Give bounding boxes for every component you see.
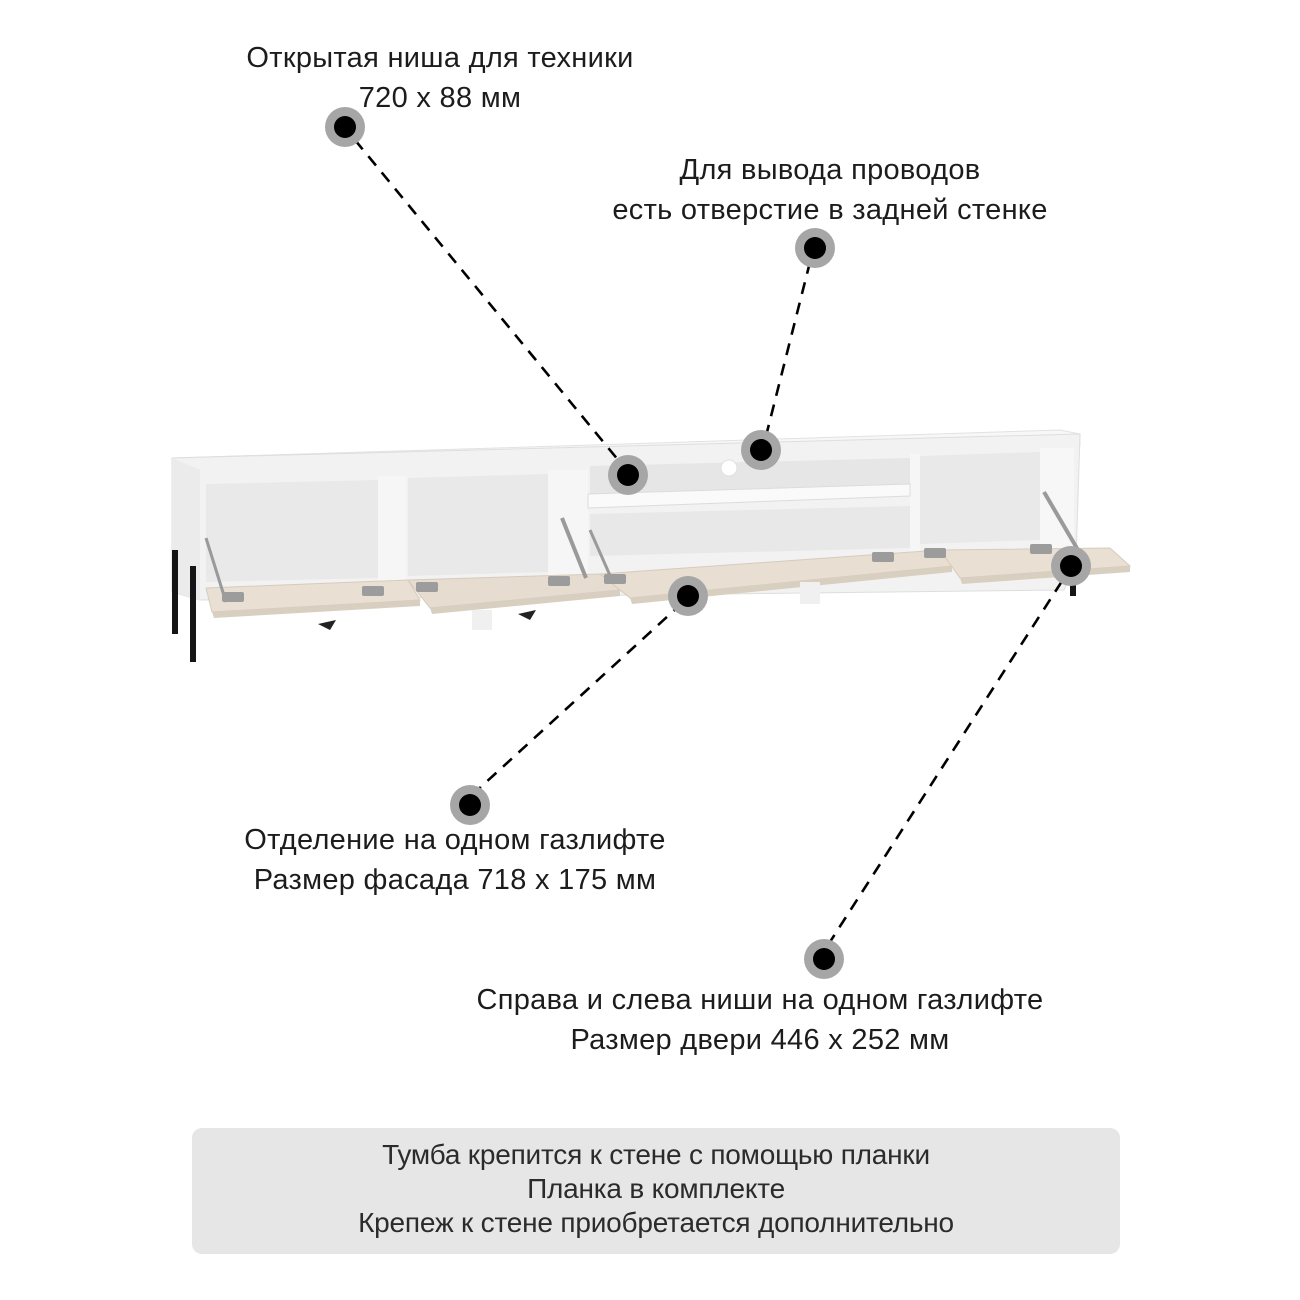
mounting-note: Тумба крепится к стене с помощью планки … [192,1128,1120,1254]
callout-open-niche-size: 720 х 88 мм [358,82,522,114]
callout-side-doors-size: Размер двери 446 х 252 мм [570,1024,950,1056]
callout-center-compartment-title: Отделение на одном газлифте [244,824,666,856]
callout-markers [325,107,1091,979]
callout-side-doors: Справа и слева ниши на одном газлифте Ра… [420,980,1100,1060]
callout-wire-hole: Для вывода проводов есть отверстие в зад… [560,150,1100,230]
callout-open-niche: Открытая ниша для техники 720 х 88 мм [180,38,700,118]
mounting-note-line-3: Крепеж к стене приобретается дополнитель… [358,1207,954,1238]
callout-wire-hole-title: Для вывода проводов [679,154,981,186]
callout-dot-icon [795,228,835,268]
callout-dot-icon [450,785,490,825]
callout-dot-icon [608,455,648,495]
tv-cabinet [171,429,1132,662]
mounting-note-line-1: Тумба крепится к стене с помощью планки [382,1139,930,1170]
callout-wire-hole-detail: есть отверстие в задней стенке [612,194,1048,226]
callout-open-niche-title: Открытая ниша для техники [246,42,634,74]
callout-dot-icon [325,107,365,147]
callout-dot-icon [668,576,708,616]
callout-dot-icon [1051,546,1091,586]
callout-center-compartment-size: Размер фасада 718 х 175 мм [253,864,657,896]
leader-lines [353,139,1066,946]
callout-side-doors-title: Справа и слева ниши на одном газлифте [476,984,1044,1016]
callout-dot-icon [804,939,844,979]
callout-dot-icon [741,430,781,470]
callout-center-compartment: Отделение на одном газлифте Размер фасад… [190,820,720,900]
mounting-note-line-2: Планка в комплекте [527,1173,785,1204]
